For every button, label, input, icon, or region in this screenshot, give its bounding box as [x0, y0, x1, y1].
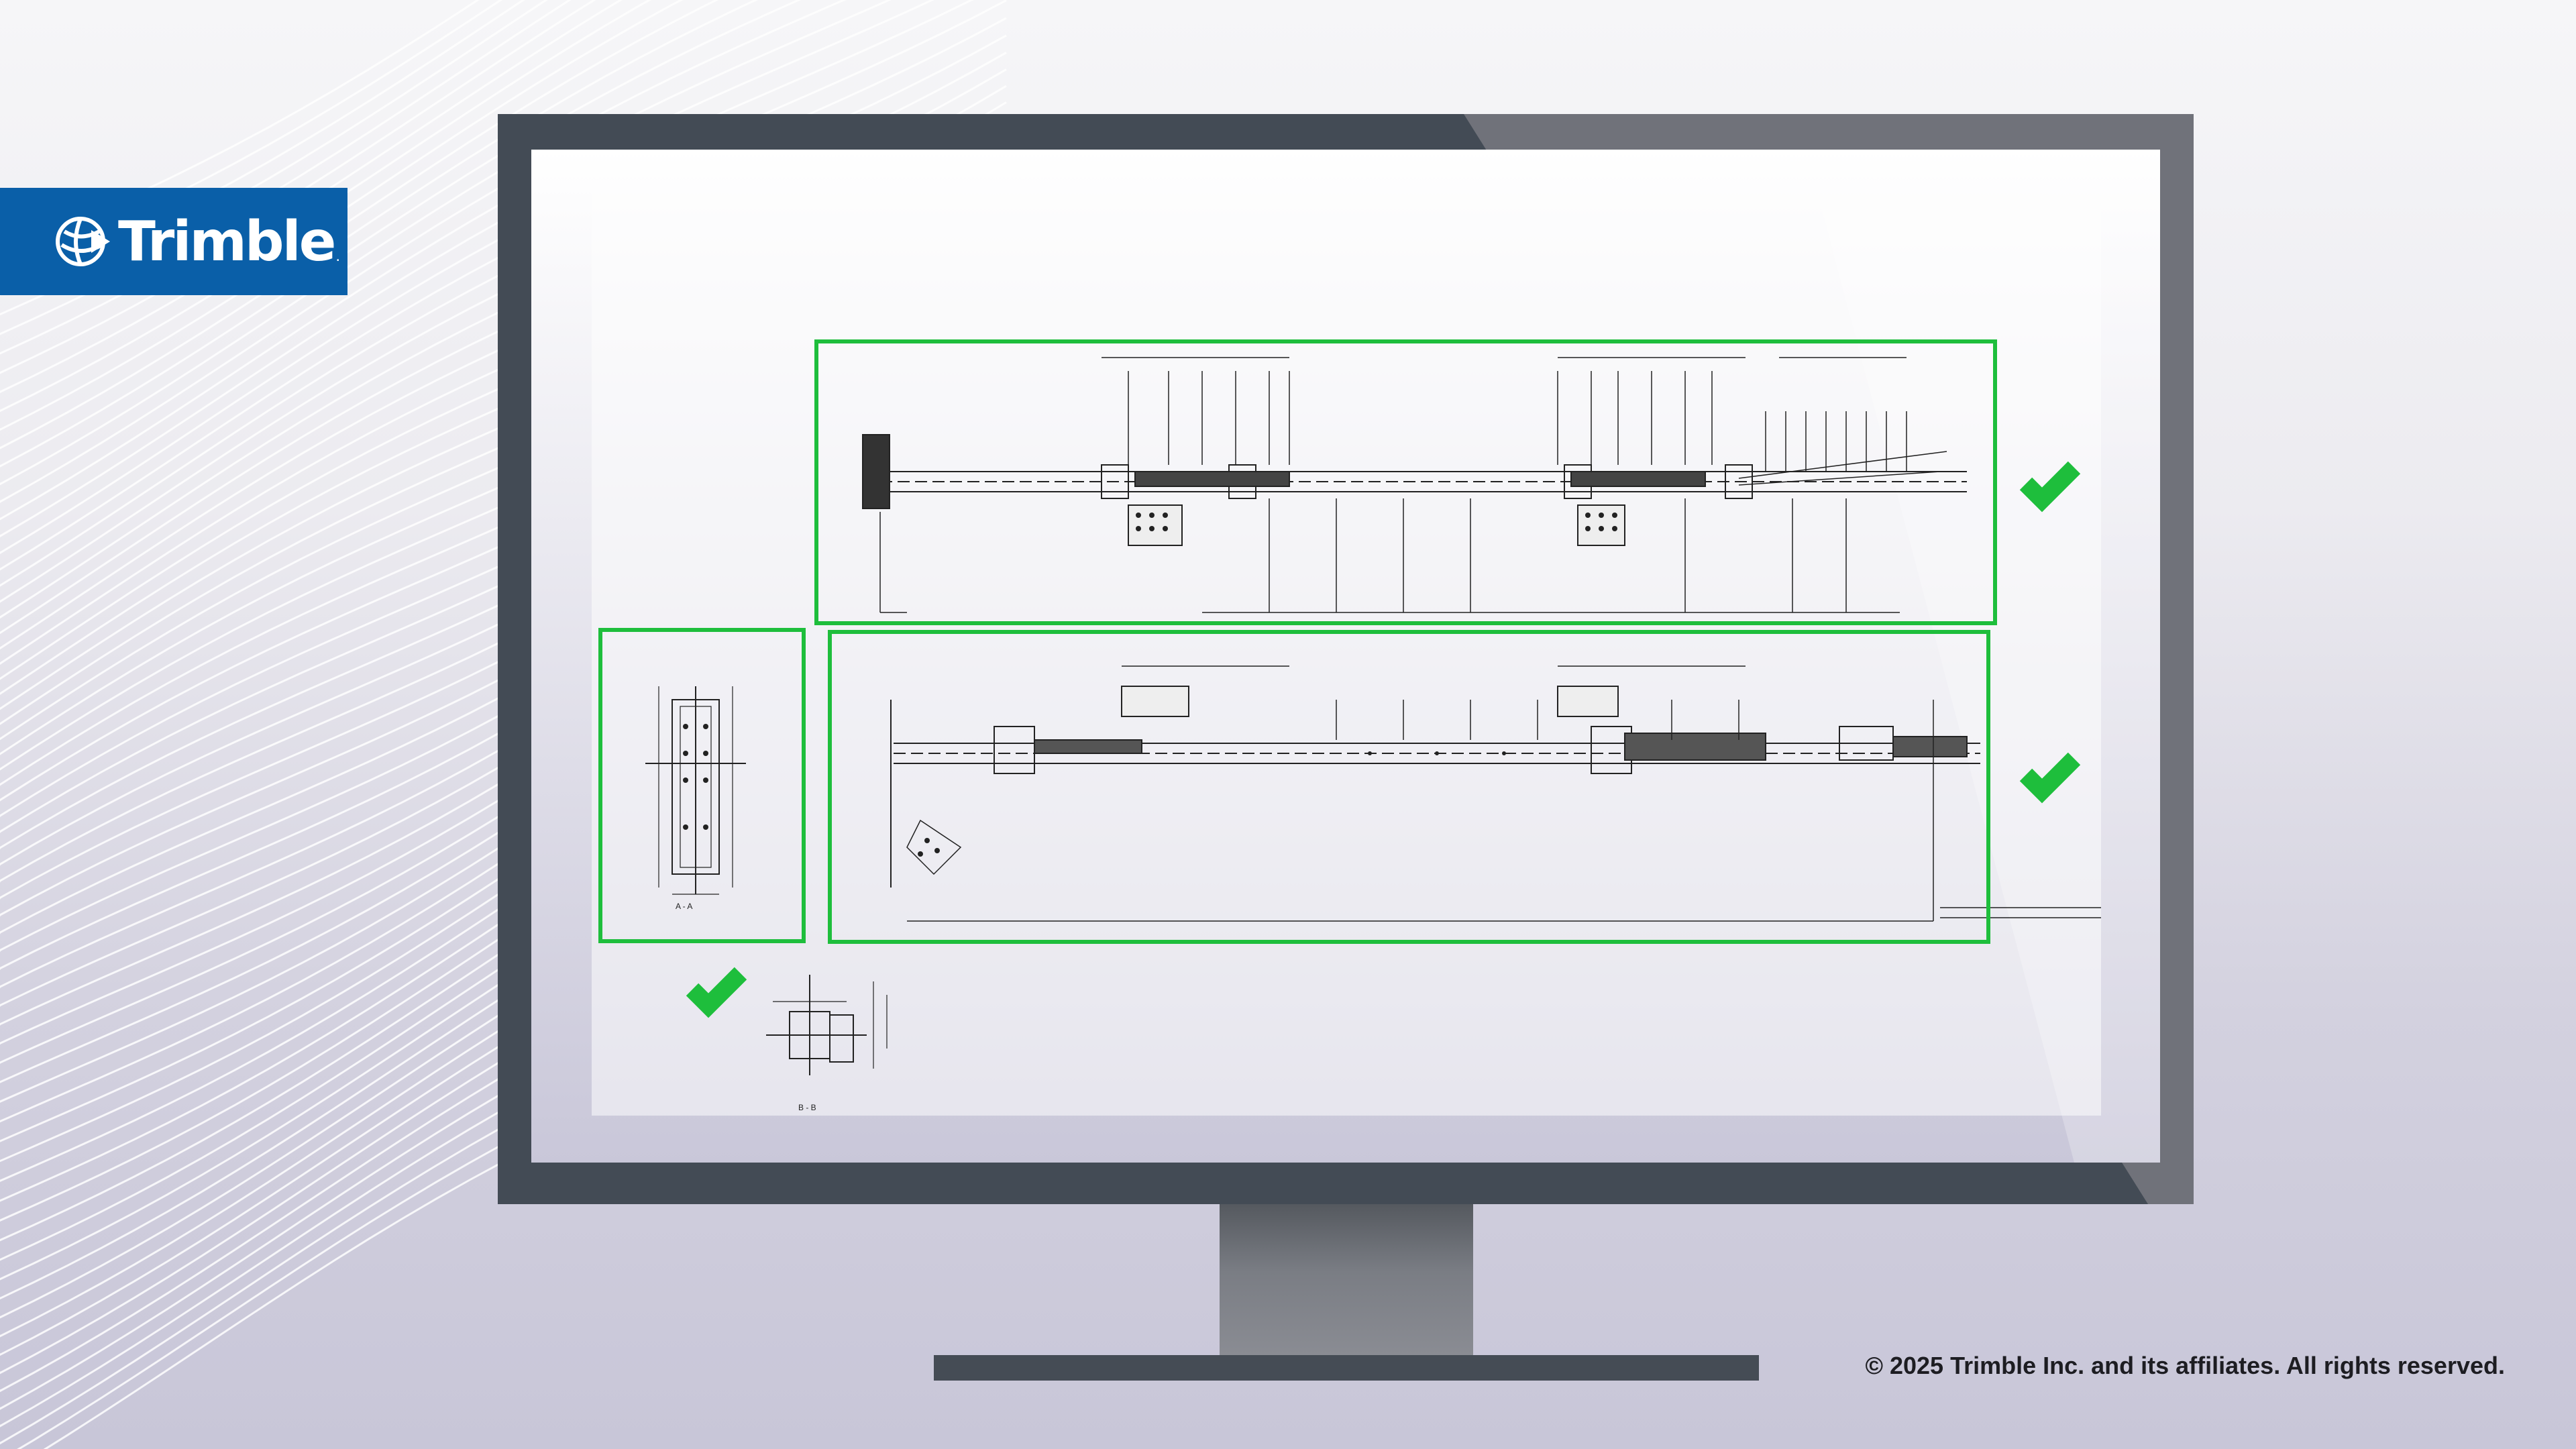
highlight-box-elevation-top: [814, 339, 1997, 625]
section-a-a-drawing: A - A: [645, 686, 746, 911]
wave-line: [0, 0, 719, 431]
wave-line: [0, 0, 847, 486]
section-b-b-drawing: B - B: [766, 975, 888, 1112]
monitor-stand-neck: [1220, 1204, 1473, 1355]
section-b-label: B - B: [798, 1103, 816, 1112]
wave-line: [0, 0, 802, 468]
wave-line: [0, 0, 759, 449]
wave-line: [0, 0, 974, 537]
wave-line: [0, 17, 1007, 571]
monitor-screen: A - A B - B: [531, 150, 2160, 1163]
highlight-box-section-a-a: [598, 628, 806, 943]
elevation-bottom-drawing: [890, 665, 2101, 922]
elevation-top-drawing: [862, 357, 1967, 613]
monitor-stand-base: [934, 1355, 1759, 1381]
copyright-text: © 2025 Trimble Inc. and its affiliates. …: [1865, 1352, 2505, 1379]
wave-line: [0, 0, 652, 393]
wave-line: [0, 0, 684, 413]
section-a-label: A - A: [676, 902, 692, 911]
brand-name: Trimble: [118, 209, 336, 274]
highlight-box-elevation-bottom: [828, 630, 1990, 944]
trimble-logo: Trimble .: [0, 188, 347, 295]
trimble-globe-icon: [56, 217, 110, 266]
wave-line: [0, 0, 934, 521]
shop-drawing: A - A B - B: [531, 150, 2160, 1163]
registered-mark: .: [335, 247, 341, 265]
checkmark-icon: [2019, 461, 2081, 513]
wave-line: [0, 0, 1007, 554]
checkmark-icon: [686, 967, 747, 1018]
wave-line: [0, 0, 623, 374]
monitor: A - A B - B: [498, 114, 2194, 1204]
checkmark-icon: [2019, 752, 2081, 804]
wave-line: [0, 0, 892, 503]
